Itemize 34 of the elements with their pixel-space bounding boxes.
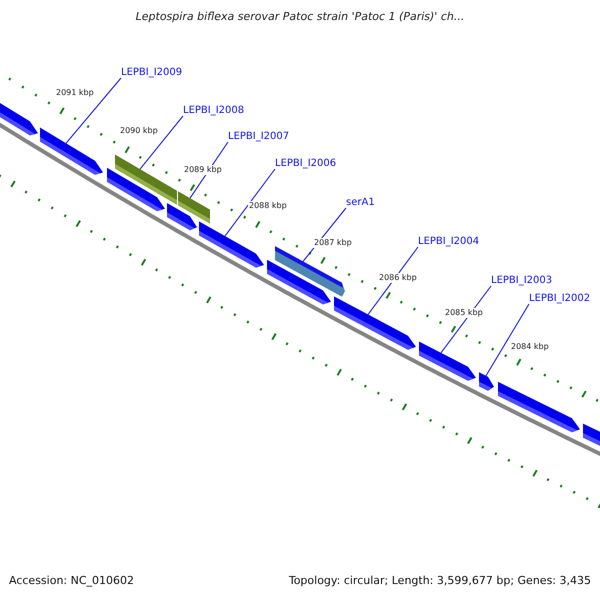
leader-line bbox=[368, 246, 418, 316]
leader-line bbox=[486, 304, 530, 376]
scale-label: 2090 kbp bbox=[119, 126, 159, 136]
gene-label: LEPBI_I2008 bbox=[183, 105, 244, 117]
gene-feature bbox=[275, 246, 345, 297]
gene-feature bbox=[583, 424, 600, 448]
scale-label: 2084 kbp bbox=[510, 342, 550, 352]
footer-text: Accession: NC_010602 bbox=[9, 574, 134, 588]
gene-label: LEPBI_I2007 bbox=[228, 131, 290, 143]
gene-label: LEPBI_I2003 bbox=[491, 275, 552, 287]
footer-text: Topology: circular; Length: 3,599,677 bp; Genes: 3,435 bbox=[288, 574, 591, 588]
gene-feature bbox=[498, 382, 580, 432]
gene-label: LEPBI_I2006 bbox=[275, 158, 336, 170]
gene-feature bbox=[199, 221, 264, 268]
scale-label: 2089 kbp bbox=[183, 165, 223, 175]
scale-label: 2087 kbp bbox=[313, 238, 353, 248]
gene-label: serA1 bbox=[346, 197, 375, 209]
gene-label: LEPBI_I2009 bbox=[121, 67, 182, 79]
scale-label: 2086 kbp bbox=[378, 273, 418, 283]
leader-line bbox=[224, 168, 276, 237]
gene-feature bbox=[115, 154, 177, 205]
gene-feature bbox=[419, 342, 476, 381]
scale-label: 2085 kbp bbox=[444, 308, 484, 318]
gene-feature bbox=[334, 296, 416, 350]
gene-feature bbox=[40, 128, 103, 175]
scale-label: 2088 kbp bbox=[248, 201, 288, 211]
map-title: Leptospira biflexa serovar Patoc strain 'Patoc 1 (Paris)' ch... bbox=[134, 10, 466, 23]
leader-line bbox=[66, 78, 122, 144]
leader-line bbox=[140, 116, 184, 170]
gene-label: LEPBI_I2002 bbox=[529, 293, 590, 305]
gene-feature bbox=[178, 191, 210, 224]
gene-feature bbox=[479, 372, 494, 391]
scale-label: 2091 kbp bbox=[55, 88, 95, 98]
gene-label: LEPBI_I2004 bbox=[418, 236, 480, 248]
